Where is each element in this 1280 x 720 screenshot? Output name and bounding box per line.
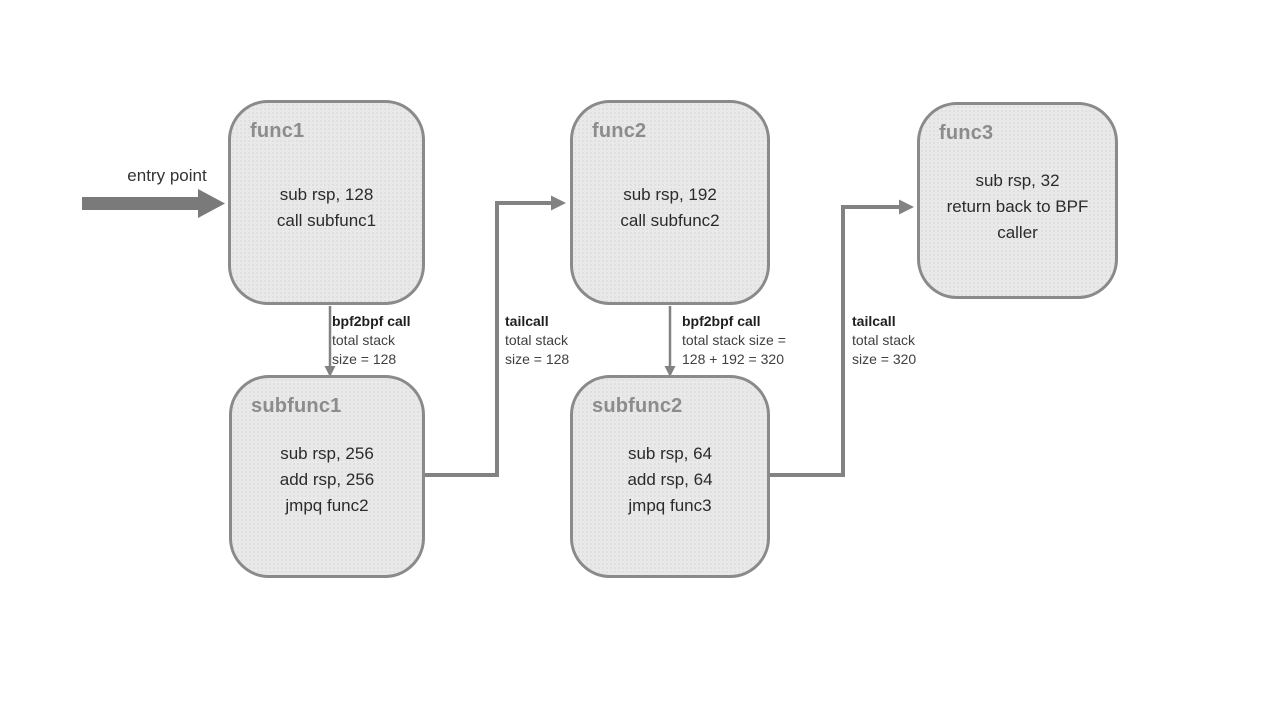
node-body: sub rsp, 128 call subfunc1: [231, 182, 422, 234]
node-func1: func1 sub rsp, 128 call subfunc1: [228, 100, 425, 305]
edge-label-line: size = 128: [332, 351, 397, 367]
node-subfunc2: subfunc2 sub rsp, 64 add rsp, 64 jmpq fu…: [570, 375, 770, 578]
node-func3: func3 sub rsp, 32 return back to BPF cal…: [917, 102, 1118, 299]
edge-label-title: bpf2bpf call: [682, 313, 761, 329]
edge-label-line: total stack: [505, 332, 569, 348]
tailcall-arrow-1: [425, 195, 566, 477]
node-title: func1: [250, 120, 305, 142]
edge-label-line: total stack size =: [682, 332, 786, 348]
edge-label-line: size = 320: [852, 351, 917, 367]
code-line: jmpq func2: [285, 496, 369, 515]
node-subfunc1: subfunc1 sub rsp, 256 add rsp, 256 jmpq …: [229, 375, 425, 578]
code-line: sub rsp, 128: [279, 185, 374, 204]
edge-label-title: tailcall: [852, 313, 896, 329]
bpf2bpf-arrow-1: [324, 306, 336, 377]
edge-label-line: size = 128: [505, 351, 570, 367]
node-func2: func2 sub rsp, 192 call subfunc2: [570, 100, 770, 305]
node-title: func2: [592, 120, 647, 142]
node-body: sub rsp, 256 add rsp, 256 jmpq func2: [232, 441, 422, 519]
edge-label-bpf2bpf-2: bpf2bpf call total stack size = 128 + 19…: [682, 312, 786, 369]
node-body: sub rsp, 192 call subfunc2: [573, 182, 767, 234]
node-title: subfunc1: [251, 395, 342, 417]
node-body: sub rsp, 32 return back to BPF caller: [920, 168, 1115, 246]
node-body: sub rsp, 64 add rsp, 64 jmpq func3: [573, 441, 767, 519]
edge-label-tailcall-1: tailcall total stack size = 128: [505, 312, 569, 369]
code-line: call subfunc2: [620, 211, 720, 230]
edge-label-bpf2bpf-1: bpf2bpf call total stack size = 128: [332, 312, 411, 369]
entry-arrow: [82, 189, 225, 218]
bpf2bpf-arrow-2: [664, 306, 676, 377]
code-line: sub rsp, 64: [627, 444, 713, 463]
edge-label-line: 128 + 192 = 320: [682, 351, 784, 367]
edge-label-title: bpf2bpf call: [332, 313, 411, 329]
code-line: caller: [997, 223, 1038, 242]
entry-point-label: entry point: [127, 166, 207, 185]
edge-label-line: total stack: [332, 332, 396, 348]
edge-label-line: total stack: [852, 332, 916, 348]
code-line: jmpq func3: [628, 496, 712, 515]
tailcall-arrow-2: [770, 199, 914, 477]
node-title: subfunc2: [592, 395, 683, 417]
code-line: add rsp, 256: [279, 470, 375, 489]
edge-label-title: tailcall: [505, 313, 549, 329]
node-title: func3: [939, 122, 994, 144]
code-line: sub rsp, 32: [975, 171, 1060, 190]
code-line: sub rsp, 256: [280, 444, 374, 463]
code-line: sub rsp, 192: [623, 185, 717, 204]
edge-label-tailcall-2: tailcall total stack size = 320: [852, 312, 916, 369]
code-line: return back to BPF: [946, 197, 1089, 216]
code-line: call subfunc1: [276, 211, 377, 230]
code-line: add rsp, 64: [627, 470, 713, 489]
